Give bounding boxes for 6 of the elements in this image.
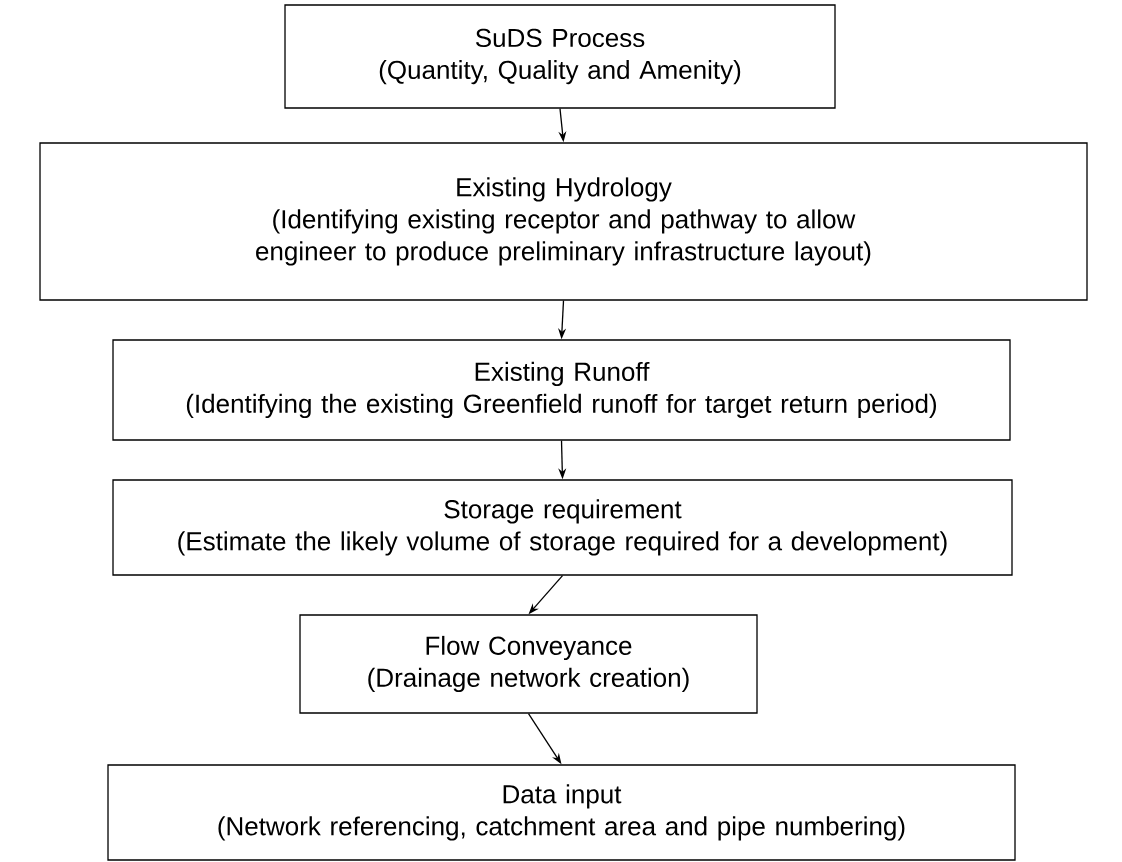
process-box: Existing Hydrology (Identifying existing receptor and pathway to allow engineer to produce preliminary infrastructure layout) (39, 142, 1088, 301)
process-box: Existing Runoff (Identifying the existing Greenfield runoff for target return period) (112, 339, 1011, 441)
process-box: SuDS Process (Quantity, Quality and Amenity) (284, 4, 836, 109)
process-box: Storage requirement (Estimate the likely volume of storage required for a development) (112, 479, 1013, 576)
process-box: Data input (Network referencing, catchment area and pipe numbering) (107, 764, 1016, 861)
process-box: Flow Conveyance (Drainage network creation) (299, 614, 758, 714)
